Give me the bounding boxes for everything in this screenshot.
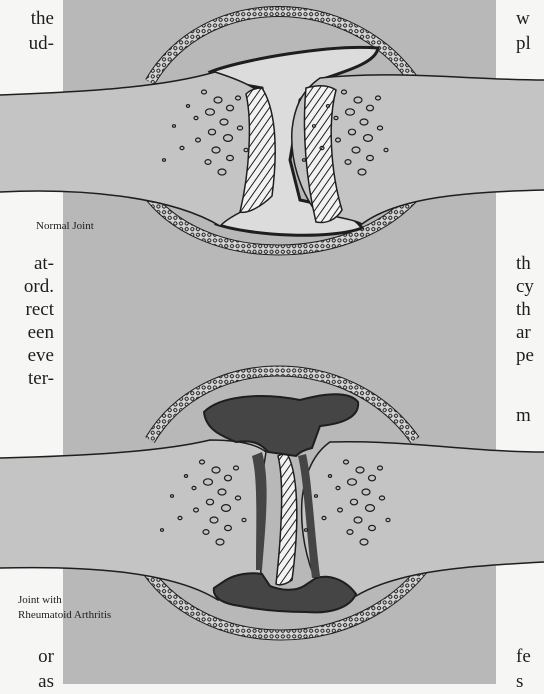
caption-normal-joint: Normal Joint [36,219,94,233]
caption-arthritis-line1: Joint with [18,593,62,607]
arthritic-joint-diagram [0,371,544,635]
caption-arthritis-line2: Rheumatoid Arthritis [18,608,111,622]
normal-joint-diagram [0,12,544,251]
